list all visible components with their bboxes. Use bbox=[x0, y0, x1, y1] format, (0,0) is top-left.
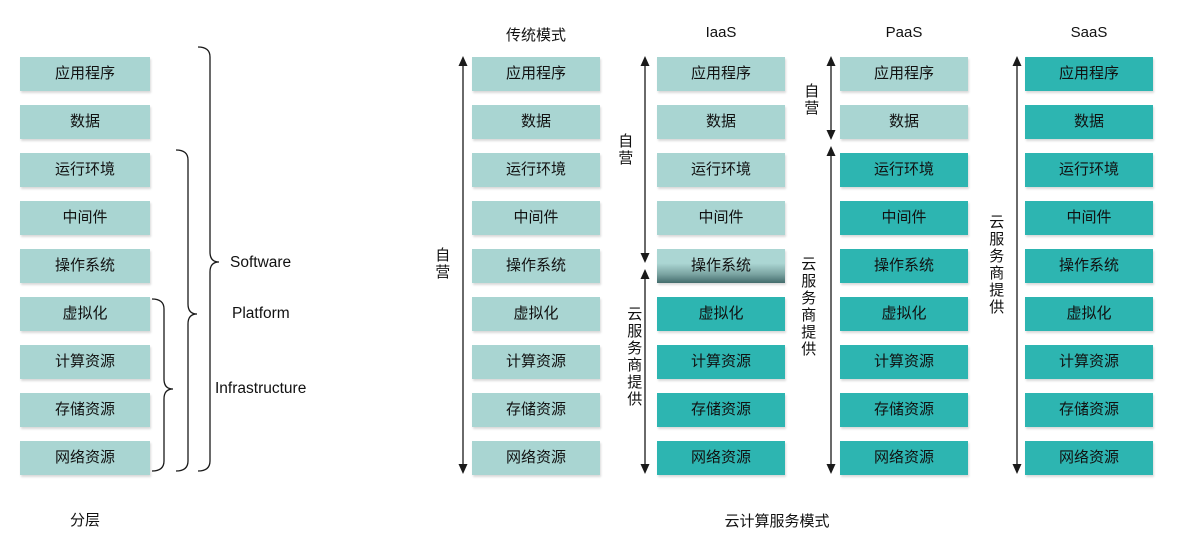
label-paas-provider: 云服务商提供 bbox=[799, 256, 817, 358]
layer-cell-traditional-5: 操作系统 bbox=[472, 249, 600, 283]
layer-cell-paas-5: 操作系统 bbox=[840, 249, 968, 283]
layer-cell-saas-8: 存储资源 bbox=[1025, 393, 1153, 427]
layer-cell-iaas-3: 运行环境 bbox=[657, 153, 785, 187]
label-traditional-self: 自营 bbox=[433, 247, 451, 281]
layer-cell-paas-4: 中间件 bbox=[840, 201, 968, 235]
layer-cell-saas-2: 数据 bbox=[1025, 105, 1153, 139]
brace-infrastructure bbox=[151, 298, 174, 472]
label-iaas-self: 自营 bbox=[616, 133, 634, 167]
layer-cell-saas-1: 应用程序 bbox=[1025, 57, 1153, 91]
layer-cell-traditional-4: 中间件 bbox=[472, 201, 600, 235]
group-label-software: Software bbox=[230, 254, 292, 271]
layer-cell-iaas-9: 网络资源 bbox=[657, 441, 785, 475]
layer-cell-saas-3: 运行环境 bbox=[1025, 153, 1153, 187]
arrow-paas-self bbox=[826, 56, 836, 140]
layer-cell-traditional-7: 计算资源 bbox=[472, 345, 600, 379]
layer-cell-iaas-7: 计算资源 bbox=[657, 345, 785, 379]
column-iaas: 应用程序数据运行环境中间件操作系统虚拟化计算资源存储资源网络资源 bbox=[657, 0, 785, 541]
layer-cell-paas-3: 运行环境 bbox=[840, 153, 968, 187]
column-traditional: 应用程序数据运行环境中间件操作系统虚拟化计算资源存储资源网络资源 bbox=[472, 0, 600, 541]
layer-cell-traditional-6: 虚拟化 bbox=[472, 297, 600, 331]
layer-cell-traditional-2: 数据 bbox=[472, 105, 600, 139]
layer-cell-saas-6: 虚拟化 bbox=[1025, 297, 1153, 331]
column-title-paas: PaaS bbox=[885, 24, 923, 41]
layer-cell-layers-1: 应用程序 bbox=[20, 57, 150, 91]
layer-cell-layers-4: 中间件 bbox=[20, 201, 150, 235]
layer-cell-traditional-8: 存储资源 bbox=[472, 393, 600, 427]
group-label-platform: Platform bbox=[232, 305, 290, 322]
layer-cell-layers-6: 虚拟化 bbox=[20, 297, 150, 331]
layer-cell-iaas-2: 数据 bbox=[657, 105, 785, 139]
layer-cell-paas-9: 网络资源 bbox=[840, 441, 968, 475]
layer-cell-layers-5: 操作系统 bbox=[20, 249, 150, 283]
layer-cell-iaas-4: 中间件 bbox=[657, 201, 785, 235]
column-title-iaas: IaaS bbox=[705, 24, 737, 41]
column-saas: 应用程序数据运行环境中间件操作系统虚拟化计算资源存储资源网络资源 bbox=[1025, 0, 1153, 541]
layer-cell-traditional-9: 网络资源 bbox=[472, 441, 600, 475]
label-saas-provider: 云服务商提供 bbox=[987, 214, 1005, 316]
column-title-traditional: 传统模式 bbox=[505, 27, 566, 44]
arrow-paas-provider bbox=[826, 146, 836, 474]
layer-cell-saas-5: 操作系统 bbox=[1025, 249, 1153, 283]
layer-cell-saas-4: 中间件 bbox=[1025, 201, 1153, 235]
layer-cell-paas-1: 应用程序 bbox=[840, 57, 968, 91]
caption-layering: 分层 bbox=[69, 512, 100, 529]
label-paas-self: 自营 bbox=[802, 83, 820, 117]
layer-cell-paas-8: 存储资源 bbox=[840, 393, 968, 427]
layer-cell-saas-9: 网络资源 bbox=[1025, 441, 1153, 475]
layer-cell-layers-3: 运行环境 bbox=[20, 153, 150, 187]
layer-cell-layers-7: 计算资源 bbox=[20, 345, 150, 379]
column-paas: 应用程序数据运行环境中间件操作系统虚拟化计算资源存储资源网络资源 bbox=[840, 0, 968, 541]
arrow-saas-provider bbox=[1012, 56, 1022, 474]
layer-cell-traditional-3: 运行环境 bbox=[472, 153, 600, 187]
layer-cell-saas-7: 计算资源 bbox=[1025, 345, 1153, 379]
layer-cell-iaas-8: 存储资源 bbox=[657, 393, 785, 427]
layer-cell-iaas-6: 虚拟化 bbox=[657, 297, 785, 331]
brace-platform bbox=[175, 149, 198, 472]
layer-cell-iaas-1: 应用程序 bbox=[657, 57, 785, 91]
arrow-iaas-self bbox=[640, 56, 650, 263]
column-title-saas: SaaS bbox=[1070, 24, 1108, 41]
brace-software bbox=[197, 46, 220, 472]
layer-cell-paas-2: 数据 bbox=[840, 105, 968, 139]
layer-cell-iaas-5: 操作系统 bbox=[657, 249, 785, 283]
layer-cell-paas-6: 虚拟化 bbox=[840, 297, 968, 331]
label-iaas-provider: 云服务商提供 bbox=[625, 306, 643, 408]
column-layers: 应用程序数据运行环境中间件操作系统虚拟化计算资源存储资源网络资源 bbox=[20, 0, 150, 541]
arrow-traditional-self bbox=[458, 56, 468, 474]
layer-cell-traditional-1: 应用程序 bbox=[472, 57, 600, 91]
group-label-infrastructure: Infrastructure bbox=[215, 380, 307, 397]
layer-cell-layers-8: 存储资源 bbox=[20, 393, 150, 427]
caption-cloud-service-models: 云计算服务模式 bbox=[724, 513, 830, 530]
layer-cell-layers-2: 数据 bbox=[20, 105, 150, 139]
layer-cell-layers-9: 网络资源 bbox=[20, 441, 150, 475]
layer-cell-paas-7: 计算资源 bbox=[840, 345, 968, 379]
